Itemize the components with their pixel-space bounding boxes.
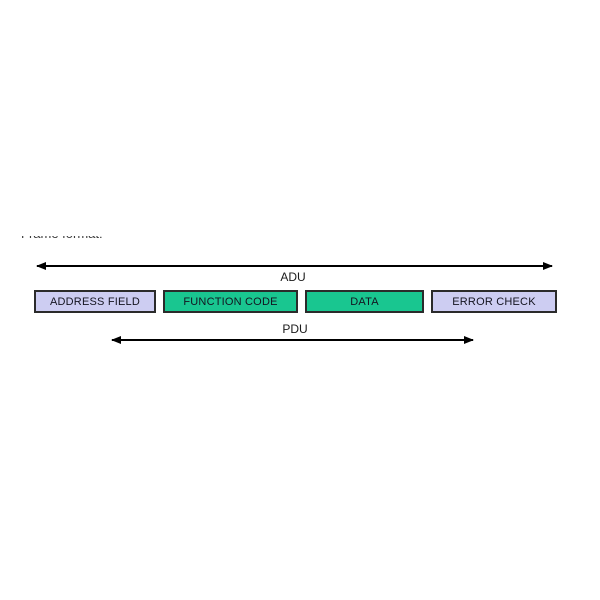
box-data: DATA [305, 290, 424, 313]
box-address-field-label: ADDRESS FIELD [49, 295, 140, 308]
box-function-code: FUNCTION CODE [163, 290, 298, 313]
adu-label: ADU [280, 270, 306, 284]
box-data-label: DATA [350, 295, 379, 308]
pdu-label: PDU [282, 322, 308, 336]
box-error-check-label: ERROR CHECK [452, 295, 536, 308]
adu-span-arrow [36, 262, 553, 270]
box-error-check: ERROR CHECK [431, 290, 557, 313]
pdu-span-arrow [111, 336, 474, 344]
frame-format-caption: Frame format: [21, 236, 121, 241]
frame-format-caption-text: Frame format: [21, 236, 121, 240]
box-function-code-label: FUNCTION CODE [183, 295, 278, 308]
box-address-field: ADDRESS FIELD [34, 290, 156, 313]
